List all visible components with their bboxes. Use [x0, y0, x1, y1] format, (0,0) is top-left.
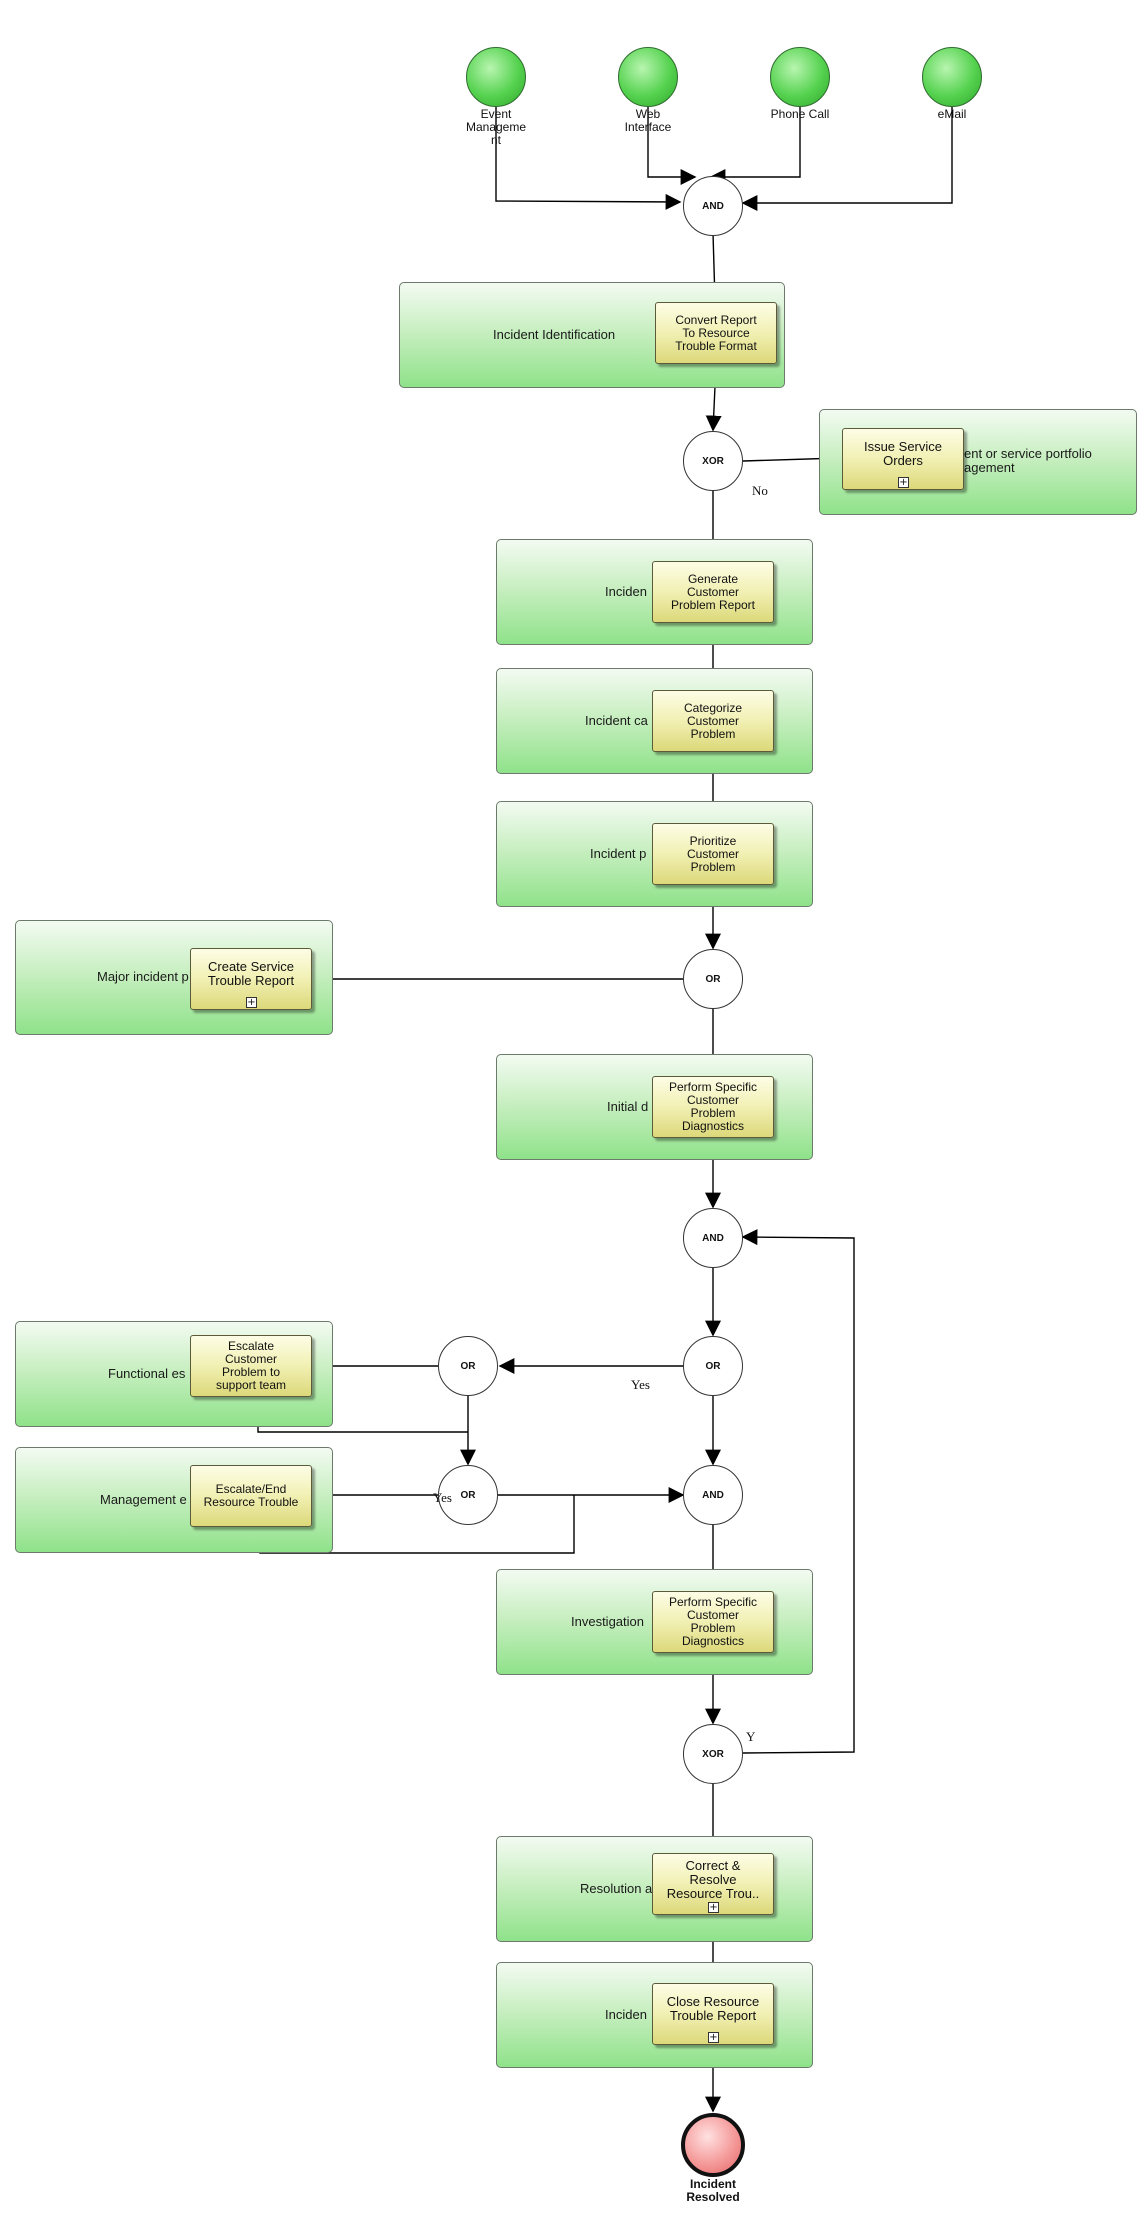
task-escalate-end-trouble[interactable]: Escalate/End Resource Trouble	[190, 1465, 312, 1527]
task-prioritize-problem-label: Prioritize Customer Problem	[686, 833, 739, 874]
task-correct-resolve[interactable]: Correct & Resolve Resource Trou.. +	[652, 1853, 774, 1915]
lane-management-escalation-label: Management e	[100, 1492, 187, 1507]
lane-incident-prioritization-label: Incident p	[590, 846, 647, 861]
lane-incident-categorization-label: Incident ca	[585, 713, 648, 728]
lane-major-incident-label: Major incident p	[97, 969, 189, 984]
flow-xor-loop-to-and	[741, 1229, 855, 1754]
flow-label-yes: Yes	[631, 1377, 650, 1392]
lane-investigation-label: Investigation	[571, 1614, 644, 1629]
flow-web-interface-to-and	[647, 106, 697, 185]
task-convert-report-label: Convert Report To Resource Trouble Forma…	[675, 312, 757, 353]
start-event-email[interactable]	[922, 47, 982, 107]
task-create-trouble-report-label: Create Service Trouble Report	[207, 959, 295, 988]
task-issue-service-orders[interactable]: Issue Service Orders +	[842, 428, 964, 490]
task-convert-report[interactable]: Convert Report To Resource Trouble Forma…	[655, 302, 777, 364]
task-close-trouble-report[interactable]: Close Resource Trouble Report +	[652, 1983, 774, 2045]
lane-functional-escalation-label: Functional es	[108, 1366, 186, 1381]
end-event-label: Incident Resolved	[686, 2177, 740, 2204]
task-issue-service-orders-label: Issue Service Orders	[863, 439, 943, 468]
expand-subprocess-icon[interactable]: +	[246, 997, 257, 1008]
gateway-and[interactable]: AND	[683, 176, 743, 236]
lane-incident-closure-label: Inciden	[605, 2007, 647, 2022]
task-escalate-customer-problem[interactable]: Escalate Customer Problem to support tea…	[190, 1335, 312, 1397]
task-prioritize-problem[interactable]: Prioritize Customer Problem	[652, 823, 774, 885]
task-correct-resolve-label: Correct & Resolve Resource Trou..	[666, 1858, 760, 1901]
start-event-label: Phone Call	[770, 107, 830, 121]
flow-event-management-to-and	[495, 106, 682, 210]
flow-label-yes: Yes	[433, 1490, 452, 1505]
lane-incident-logging-label: Inciden	[605, 584, 647, 599]
gateway-and[interactable]: AND	[683, 1208, 743, 1268]
gateway-or[interactable]: OR	[683, 949, 743, 1009]
start-event-label: Event Manageme nt	[465, 107, 527, 147]
flow-label-y: Y	[746, 1729, 756, 1744]
gateway-xor[interactable]: XOR	[683, 431, 743, 491]
task-perform-diagnostics-2[interactable]: Perform Specific Customer Problem Diagno…	[652, 1591, 774, 1653]
task-escalate-customer-problem-label: Escalate Customer Problem to support tea…	[215, 1339, 287, 1392]
lane-resolution-label: Resolution a	[580, 1881, 653, 1896]
start-event-label: eMail	[937, 107, 967, 121]
task-perform-diagnostics-2-label: Perform Specific Customer Problem Diagno…	[668, 1595, 758, 1648]
start-event-label: Web Interface	[624, 107, 672, 134]
expand-subprocess-icon[interactable]: +	[708, 1902, 719, 1913]
gateway-or[interactable]: OR	[683, 1336, 743, 1396]
task-generate-problem-report[interactable]: Generate Customer Problem Report	[652, 561, 774, 623]
task-escalate-end-trouble-label: Escalate/End Resource Trouble	[203, 1482, 299, 1509]
gateway-xor[interactable]: XOR	[683, 1724, 743, 1784]
task-close-trouble-report-label: Close Resource Trouble Report	[666, 1994, 760, 2023]
lane-incident-identification-label: Incident Identification	[493, 327, 616, 342]
gateway-and[interactable]: AND	[683, 1465, 743, 1525]
task-categorize-problem[interactable]: Categorize Customer Problem	[652, 690, 774, 752]
expand-subprocess-icon[interactable]: +	[898, 477, 909, 488]
task-generate-problem-report-label: Generate Customer Problem Report	[670, 571, 756, 612]
task-perform-diagnostics-1[interactable]: Perform Specific Customer Problem Diagno…	[652, 1076, 774, 1138]
lane-initial-diagnosis-label: Initial d	[607, 1099, 649, 1114]
end-event-incident-resolved[interactable]	[681, 2113, 745, 2177]
task-categorize-problem-label: Categorize Customer Problem	[683, 700, 743, 741]
start-event-web-interface[interactable]	[618, 47, 678, 107]
start-event-phone-call[interactable]	[770, 47, 830, 107]
flow-label-no: No	[752, 483, 768, 498]
expand-subprocess-icon[interactable]: +	[708, 2032, 719, 2043]
start-event-event-management[interactable]	[466, 47, 526, 107]
lane-service-portfolio-label: ent or service portfolio agement	[964, 446, 1092, 475]
task-create-trouble-report[interactable]: Create Service Trouble Report +	[190, 948, 312, 1010]
flow-phone-call-to-and	[709, 106, 801, 185]
gateway-or[interactable]: OR	[438, 1465, 498, 1525]
task-perform-diagnostics-1-label: Perform Specific Customer Problem Diagno…	[668, 1080, 758, 1133]
flow-email-to-and	[741, 106, 953, 211]
gateway-or[interactable]: OR	[438, 1336, 498, 1396]
